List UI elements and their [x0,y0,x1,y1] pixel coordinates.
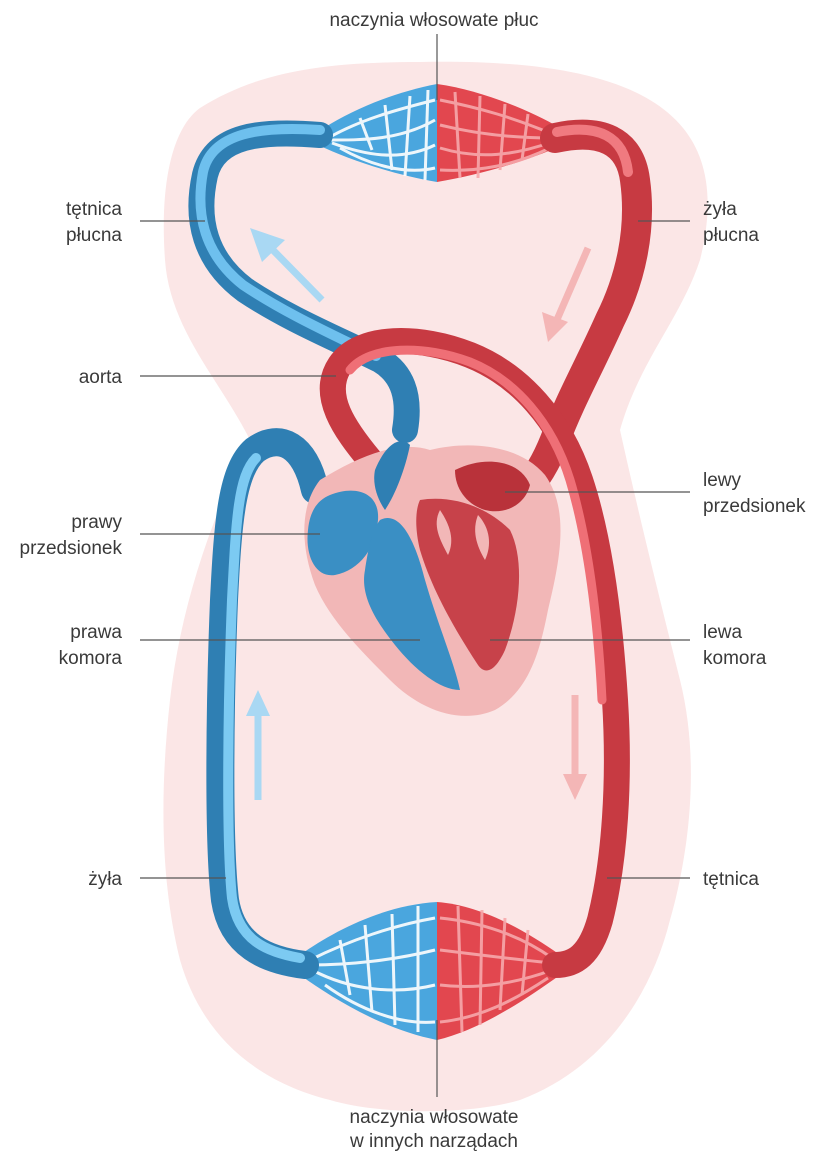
label-capillaries-organs-line1: naczynia włosowate [350,1107,519,1128]
label-artery: tętnica [703,869,759,890]
label-right-ventricle-line1: prawa [70,622,122,643]
label-left-atrium-line2: przedsionek [703,496,806,517]
label-left-ventricle-line2: komora [703,648,767,669]
label-left-atrium-line1: lewy [703,470,742,491]
label-capillaries-lungs: naczynia włosowate płuc [329,10,538,31]
label-pulmonary-vein-line1: żyła [703,199,737,220]
label-pulmonary-artery-line2: płucna [66,225,122,246]
label-right-atrium-line2: przedsionek [20,538,123,559]
label-right-ventricle-line2: komora [59,648,123,669]
label-pulmonary-vein-line2: płucna [703,225,759,246]
label-aorta: aorta [79,367,123,388]
label-right-atrium-line1: prawy [71,512,122,533]
label-vein: żyła [88,869,122,890]
label-capillaries-organs-line2: w innych narządach [349,1131,518,1152]
label-left-ventricle-line1: lewa [703,622,743,643]
label-pulmonary-artery-line1: tętnica [66,199,122,220]
